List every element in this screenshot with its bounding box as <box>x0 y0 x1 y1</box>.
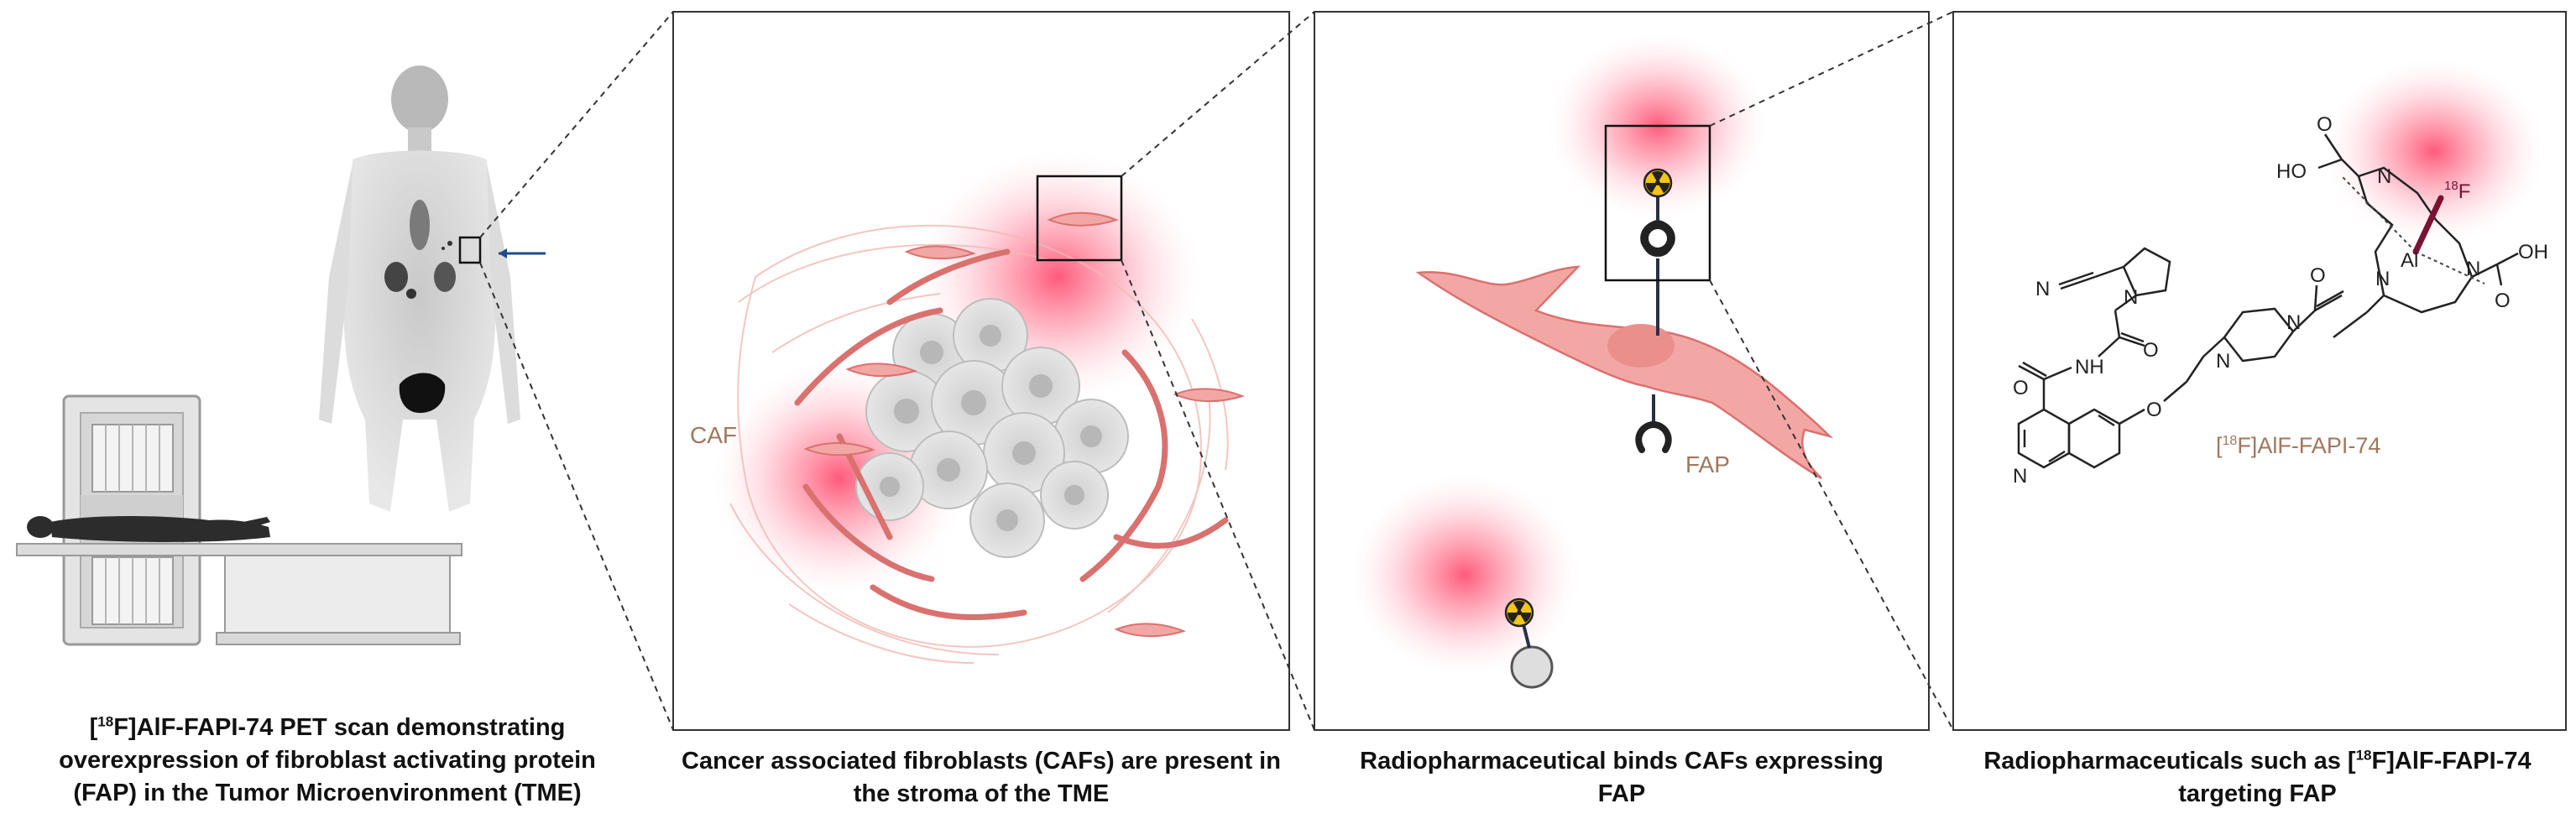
binding-zoom-box <box>1604 124 1711 282</box>
panel-binding: FAP <box>1314 11 1930 731</box>
tme-zoom-box <box>1036 175 1123 262</box>
atom-n-macro-1: N <box>2375 268 2390 290</box>
zoom-lines-3 <box>1709 11 1954 731</box>
atom-o-acid-1: O <box>2317 113 2333 136</box>
zoom-lines-2 <box>1121 11 1315 731</box>
fap-receptor <box>1635 420 1672 453</box>
atom-nitrile-n: N <box>2035 278 2050 300</box>
atom-o-carbonyl: O <box>2143 339 2159 362</box>
caption-panel-4-line-2: targeting FAP <box>2178 780 2337 807</box>
compound-label: [18F]AlF-FAPI-74 <box>2216 433 2380 458</box>
atom-nh: NH <box>2075 356 2104 378</box>
fibroblast-cell <box>1415 265 1834 480</box>
atom-n-macro-2: N <box>2377 165 2391 188</box>
pet-body-scan <box>298 65 550 512</box>
radiation-icon-unbound <box>1504 597 1534 628</box>
caption-panel-2: Cancer associated fibroblasts (CAFs) are… <box>643 745 1319 811</box>
unbound-radiopharmaceutical <box>1510 645 1554 689</box>
caption-panel-3: Radiopharmaceutical binds CAFs expressin… <box>1314 745 1929 811</box>
caption-panel-3-line-1: Radiopharmaceutical binds CAFs expressin… <box>1360 748 1884 775</box>
fibroblast-nucleus <box>1607 324 1675 368</box>
chemical-structure <box>2017 133 2519 469</box>
panel-structure: O NH O N N N O N N O N N N O HO O OH Al … <box>1952 11 2567 731</box>
caf-label: CAF <box>690 422 737 448</box>
atom-n-piperazine-2: N <box>2286 311 2301 334</box>
caption-panel-1-line-2: overexpression of fibroblast activating … <box>59 747 596 774</box>
panel-tme: CAF <box>672 11 1290 731</box>
atom-o-acid-2: O <box>2495 290 2511 312</box>
radiation-icon <box>1643 168 1673 198</box>
caption-panel-4-line-1: Radiopharmaceuticals such as [18F]AlF-FA… <box>1983 747 2532 775</box>
atom-o-amide: O <box>2013 377 2029 399</box>
caption-panel-2-line-2: the stroma of the TME <box>853 780 1110 807</box>
caption-panel-3-line-2: FAP <box>1597 780 1646 807</box>
zoom-lines-1 <box>479 11 674 731</box>
caption-panel-1-line-3: (FAP) in the Tumor Microenvironment (TME… <box>73 780 582 806</box>
atom-al: Al <box>2401 249 2418 272</box>
caption-panel-4: Radiopharmaceuticals such as [18F]AlF-FA… <box>1939 745 2576 811</box>
atom-n-pyrrolidine: N <box>2124 286 2138 309</box>
fap-label: FAP <box>1685 451 1730 477</box>
caption-panel-1: [18F]AlF-FAPI-74 PET scan demonstrating … <box>0 712 655 810</box>
atom-ho: HO <box>2276 160 2307 183</box>
caption-panel-1-line-1: [18F]AlF-FAPI-74 PET scan demonstrating <box>89 713 566 741</box>
atom-o-amide-2: O <box>2310 264 2326 287</box>
patient-silhouette <box>27 516 270 542</box>
atom-oh: OH <box>2518 241 2548 263</box>
atom-n-piperazine-1: N <box>2216 350 2230 373</box>
atom-n-quinoline: N <box>2013 465 2027 488</box>
atom-o-ether: O <box>2146 399 2162 421</box>
caption-panel-2-line-1: Cancer associated fibroblasts (CAFs) are… <box>682 748 1281 775</box>
atom-n-macro-3: N <box>2466 258 2480 280</box>
atom-f: 18F <box>2444 179 2470 203</box>
